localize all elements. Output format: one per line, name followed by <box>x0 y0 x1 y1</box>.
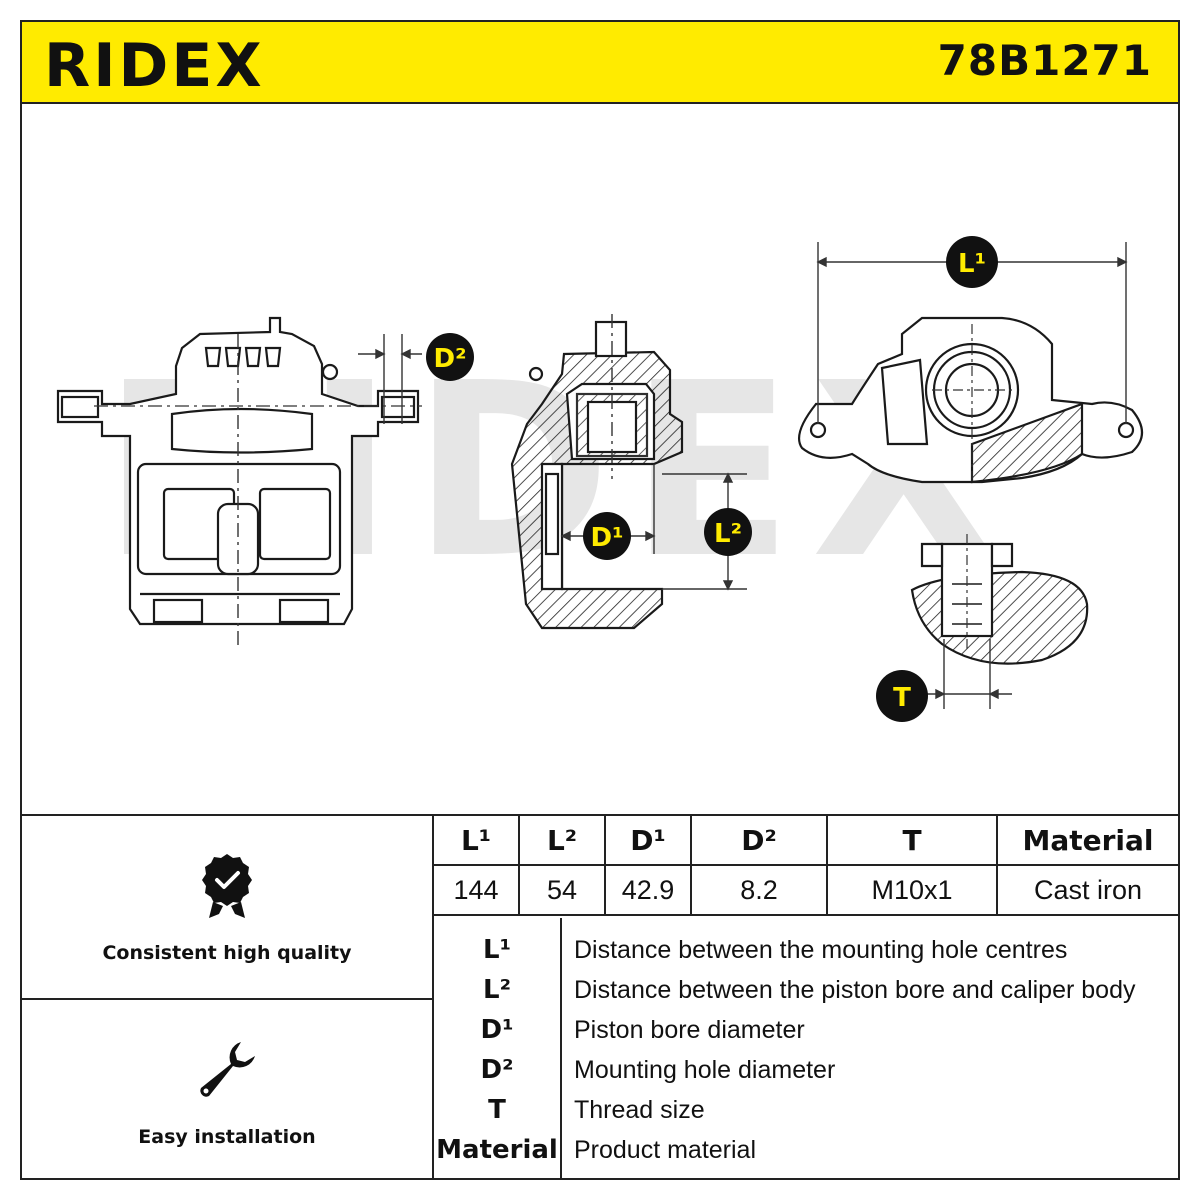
d2-dimension <box>358 334 422 424</box>
feature-quality: Consistent high quality <box>22 816 432 1000</box>
spec-header-row: L¹ L² D¹ D² T Material <box>434 816 1178 866</box>
spec-header-d2: D² <box>690 816 828 866</box>
spec-table: L¹ L² D¹ D² T Material 144 54 42.9 8.2 M… <box>434 816 1178 916</box>
legend-description: Distance between the mounting hole centr… <box>574 936 1068 964</box>
spec-value-row: 144 54 42.9 8.2 M10x1 Cast iron <box>434 864 1178 916</box>
legend-key: L² <box>483 975 511 1005</box>
caliper-technical-drawing: RIDEX <box>56 236 1144 722</box>
callout-l2-label: L² <box>714 519 742 549</box>
legend: L¹ Distance between the mounting hole ce… <box>434 918 1178 1178</box>
spec-header-d1: D¹ <box>604 816 692 866</box>
ridex-logo: RIDEX <box>44 31 265 94</box>
section-view <box>510 320 684 630</box>
legend-description: Thread size <box>574 1096 705 1124</box>
spec-value-l1: 144 <box>434 864 520 916</box>
callout-l1: L¹ <box>946 236 998 288</box>
callout-d2: D² <box>426 333 474 381</box>
legend-key: D¹ <box>480 1015 514 1045</box>
info-panel: Consistent high quality Easy installatio… <box>22 814 1178 1178</box>
callout-d2-label: D² <box>434 344 467 374</box>
spec-header-l2: L² <box>518 816 606 866</box>
spec-value-t: M10x1 <box>826 864 998 916</box>
spec-value-d1: 42.9 <box>604 864 692 916</box>
legend-description: Piston bore diameter <box>574 1016 805 1044</box>
wrench-icon <box>200 1042 255 1097</box>
legend-key: L¹ <box>483 935 511 965</box>
spec-value-l2: 54 <box>518 864 606 916</box>
spec-header-t: T <box>826 816 998 866</box>
part-number: 78B1271 <box>937 36 1152 85</box>
legend-description: Mounting hole diameter <box>574 1056 836 1084</box>
callout-d1-label: D¹ <box>591 523 624 553</box>
legend-row: L² Distance between the piston bore and … <box>434 970 1178 1010</box>
feature-installation: Easy installation <box>22 1000 432 1178</box>
header-bar: RIDEX 78B1271 <box>22 22 1178 104</box>
spec-value-material: Cast iron <box>996 864 1178 916</box>
callout-d1: D¹ <box>583 512 631 560</box>
callout-t: T <box>876 670 928 722</box>
product-sheet: RIDEX 78B1271 RIDEX <box>20 20 1180 1180</box>
callout-t-label: T <box>893 683 911 713</box>
callout-l2: L² <box>704 508 752 556</box>
legend-description: Distance between the piston bore and cal… <box>574 976 1136 1004</box>
legend-row: D² Mounting hole diameter <box>434 1050 1178 1090</box>
spec-header-l1: L¹ <box>434 816 520 866</box>
legend-key: D² <box>480 1055 514 1085</box>
t-dimension <box>922 639 1012 709</box>
callout-l1-label: L¹ <box>958 249 986 279</box>
legend-description: Product material <box>574 1136 757 1164</box>
feature-panel: Consistent high quality Easy installatio… <box>22 816 434 1178</box>
legend-row: D¹ Piston bore diameter <box>434 1010 1178 1050</box>
feature-quality-label: Consistent high quality <box>102 942 352 964</box>
quality-badge-icon <box>202 854 252 918</box>
legend-row: T Thread size <box>434 1090 1178 1130</box>
feature-installation-label: Easy installation <box>138 1126 316 1148</box>
spec-value-d2: 8.2 <box>690 864 828 916</box>
legend-row: L¹ Distance between the mounting hole ce… <box>434 930 1178 970</box>
spec-header-material: Material <box>996 816 1178 866</box>
legend-row: Material Product material <box>434 1130 1178 1170</box>
legend-key: T <box>488 1095 506 1125</box>
legend-divider <box>560 918 562 1178</box>
legend-key: Material <box>436 1135 558 1165</box>
brand-logo-text: RIDEX <box>44 31 265 94</box>
thread-detail <box>910 542 1089 665</box>
